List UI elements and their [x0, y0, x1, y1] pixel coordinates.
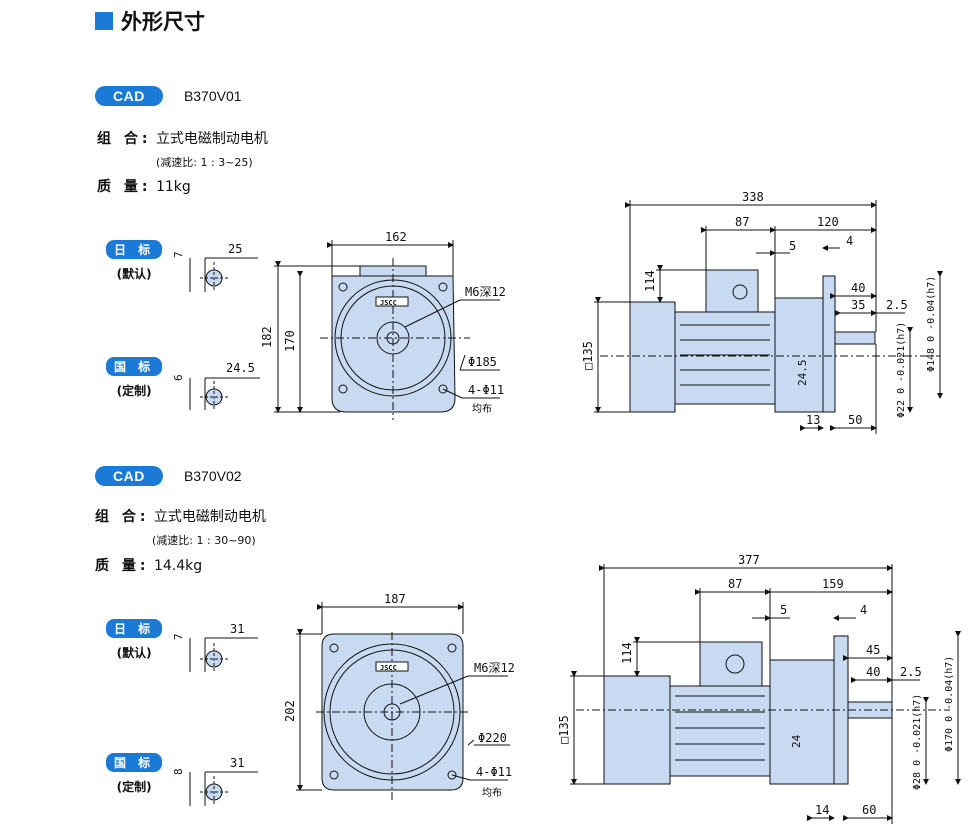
- front2-h-outer: 202: [283, 700, 297, 722]
- front1-holes-note: 均布: [472, 403, 492, 415]
- side1-d40: 40: [851, 281, 865, 295]
- front-view-2: [296, 602, 510, 800]
- combo-label: 组 合:: [95, 509, 150, 525]
- section-title: 外形尺寸: [95, 6, 205, 36]
- cad-button-1[interactable]: CAD: [95, 86, 163, 106]
- shaft-key-jp-1: [189, 257, 258, 292]
- jp-tag[interactable]: 日 标: [106, 240, 163, 259]
- jp2-keyw: 7: [172, 633, 185, 640]
- side2-d5: 5: [780, 603, 787, 617]
- ratio-note-1: (减速比: 1 : 3~25): [156, 156, 253, 169]
- side2-motor: 87: [728, 577, 742, 591]
- front2-holes-note: 均布: [482, 787, 502, 799]
- side1-flange-dia: Φ148 0 -0.04(h7): [926, 276, 937, 372]
- shaft-key-cn-2: [189, 771, 258, 806]
- side1-motor: 87: [735, 215, 749, 229]
- side2-flange-dia: Φ170 0 -0.04(h7): [944, 656, 955, 752]
- front1-pcd: Φ185: [468, 355, 497, 369]
- title-square-icon: [95, 12, 113, 30]
- model-name-2: B370V02: [183, 468, 242, 484]
- side1-d13: 13: [806, 413, 820, 427]
- cn2-keyw: 8: [172, 768, 185, 775]
- front1-width: 162: [385, 230, 407, 244]
- side1-d50: 50: [848, 413, 862, 427]
- side1-total: 338: [742, 190, 764, 204]
- jp1-keyw: 7: [172, 251, 185, 258]
- side2-d60: 60: [862, 803, 876, 817]
- cn-tag[interactable]: 国 标: [106, 753, 163, 772]
- mass-line-1: 质 量: 11kg: [97, 176, 191, 196]
- side1-square: □135: [581, 341, 595, 370]
- cn1-keyw: 6: [172, 374, 185, 381]
- side2-square: □135: [557, 715, 571, 744]
- side2-key: 24: [790, 734, 803, 748]
- front1-holes: 4-Φ11: [468, 383, 504, 397]
- jp-tag[interactable]: 日 标: [106, 619, 163, 638]
- side-view-1: [594, 200, 943, 434]
- mass-label: 质 量:: [97, 179, 152, 195]
- front2-holes: 4-Φ11: [476, 765, 512, 779]
- combo-line-1: 组 合: 立式电磁制动电机: [97, 128, 268, 148]
- mass-line-2: 质 量: 14.4kg: [95, 555, 202, 575]
- side2-d40: 40: [866, 665, 880, 679]
- side2-shaft-dia: Φ28 0 -0.021(h7): [912, 694, 923, 790]
- section-title-text: 外形尺寸: [121, 10, 205, 34]
- side2-d45: 45: [866, 643, 880, 657]
- front2-width: 187: [384, 592, 406, 606]
- cn-sub: (定制): [116, 384, 152, 398]
- cn-sub: (定制): [116, 780, 152, 794]
- jp1-h: 25: [228, 242, 242, 256]
- combo-value: 立式电磁制动电机: [155, 131, 268, 147]
- cad-row-2: CAD B370V02: [95, 466, 242, 486]
- front1-logo: JSCC: [380, 299, 397, 307]
- jp-sub: (默认): [116, 646, 152, 660]
- cad-row-1: CAD B370V01: [95, 86, 242, 106]
- shaft-key-cn-1: [189, 377, 260, 411]
- side2-d4: 4: [860, 603, 867, 617]
- side1-d114: 114: [643, 270, 657, 292]
- side2-d114: 114: [620, 642, 634, 664]
- cn-standard-2: 国 标 (定制): [106, 752, 163, 795]
- front2-pcd: Φ220: [478, 731, 507, 745]
- side2-total: 377: [738, 553, 760, 567]
- mass-value: 11kg: [155, 179, 191, 195]
- ratio-note-2: (减速比: 1 : 30~90): [152, 534, 256, 547]
- front1-h-inner: 170: [283, 330, 297, 352]
- side2-d25: 2.5: [900, 665, 922, 679]
- cad-button-2[interactable]: CAD: [95, 466, 163, 486]
- cn-standard-1: 国 标 (定制): [106, 356, 163, 399]
- mass-value: 14.4kg: [153, 558, 203, 574]
- side1-d5: 5: [789, 239, 796, 253]
- front2-m6: M6深12: [474, 661, 515, 675]
- front1-m6: M6深12: [465, 285, 506, 299]
- side1-key: 24.5: [796, 360, 809, 387]
- front2-logo: JSCC: [380, 664, 397, 672]
- front1-h-outer: 182: [260, 326, 274, 348]
- jp-sub: (默认): [116, 267, 152, 281]
- shaft-key-jp-2: [189, 637, 258, 673]
- mass-label: 质 量:: [95, 558, 150, 574]
- jp-standard-1: 日 标 (默认): [106, 239, 163, 282]
- side1-d35: 35: [851, 298, 865, 312]
- side2-gear: 159: [822, 577, 844, 591]
- combo-label: 组 合:: [97, 131, 152, 147]
- side1-d25: 2.5: [886, 298, 908, 312]
- combo-value: 立式电磁制动电机: [153, 509, 266, 525]
- side1-shaft-dia: Φ22 0 -0.021(h7): [896, 322, 907, 418]
- jp2-h: 31: [230, 622, 244, 636]
- cn1-h: 24.5: [226, 361, 255, 375]
- side1-gear: 120: [817, 215, 839, 229]
- cn-tag[interactable]: 国 标: [106, 357, 163, 376]
- side-view-2: [570, 564, 961, 824]
- side2-d14: 14: [815, 803, 829, 817]
- front-view-1: [274, 240, 500, 420]
- model-name-1: B370V01: [183, 88, 242, 104]
- cn2-h: 31: [230, 756, 244, 770]
- side1-d4: 4: [846, 234, 853, 248]
- combo-line-2: 组 合: 立式电磁制动电机: [95, 506, 266, 526]
- jp-standard-2: 日 标 (默认): [106, 618, 163, 661]
